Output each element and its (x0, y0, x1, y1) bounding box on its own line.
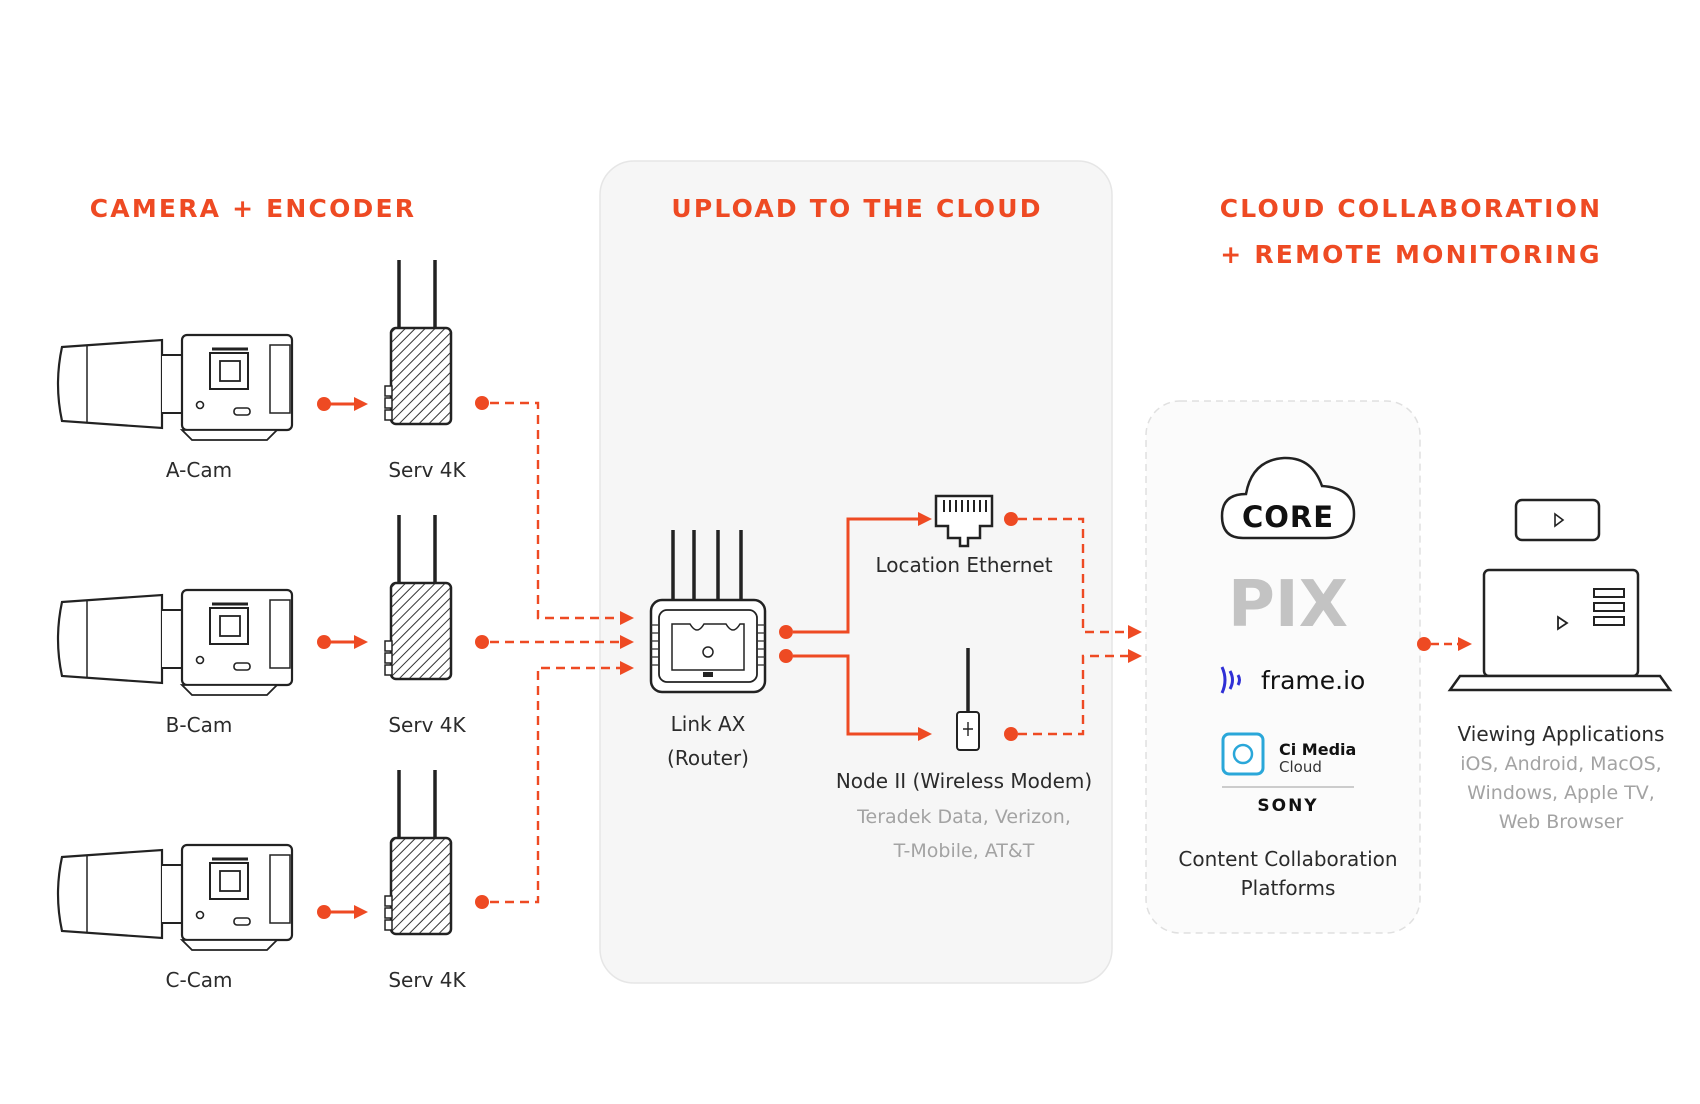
router-link-ax: Link AX (Router) (649, 530, 767, 770)
modem-label: Node II (Wireless Modem) (836, 769, 1092, 793)
heading-remote-monitoring: + REMOTE MONITORING (1220, 240, 1601, 269)
platforms-label-line2: Platforms (1241, 876, 1336, 900)
camera-b: B-Cam (56, 588, 294, 737)
core-cloud-logo: CORE (1220, 456, 1356, 540)
encoder-b: Serv 4K (383, 513, 467, 737)
viewing-platforms-line2: Windows, Apple TV, (1467, 782, 1655, 804)
encoder-c: Serv 4K (383, 768, 467, 992)
camera-c: C-Cam (56, 843, 294, 992)
platforms-panel (1145, 400, 1421, 934)
uplinks-to-platforms-links (1004, 512, 1142, 741)
encoder-a: Serv 4K (383, 258, 467, 482)
encoder-label: Serv 4K (388, 713, 466, 737)
camera-to-encoder-arrows (317, 397, 368, 919)
platforms-label-line1: Content Collaboration (1178, 847, 1397, 871)
cinema-camera-icon (56, 333, 294, 442)
play-icon (1557, 615, 1569, 631)
sony-logo: SONY (1257, 796, 1318, 816)
viewing-platforms-line3: Web Browser (1499, 811, 1624, 833)
camera-label: C-Cam (166, 968, 233, 992)
platforms-to-viewing-link (1417, 637, 1472, 651)
camera-label: B-Cam (166, 713, 233, 737)
encoder-to-router-links (475, 396, 634, 909)
cinema-camera-icon (56, 588, 294, 697)
location-ethernet: Location Ethernet (875, 494, 1053, 577)
node-ii-modem: Node II (Wireless Modem) Teradek Data, V… (836, 648, 1092, 862)
router-label: Link AX (671, 712, 746, 736)
encoder-icon (383, 513, 453, 681)
router-to-uplinks (779, 512, 932, 741)
camera-label: A-Cam (166, 458, 232, 482)
viewing-applications: Viewing Applications iOS, Android, MacOS… (1447, 498, 1673, 833)
svg-text:frame.io: frame.io (1261, 666, 1365, 695)
ethernet-port-icon (934, 494, 994, 548)
encoder-icon (383, 258, 453, 426)
ethernet-label: Location Ethernet (875, 553, 1052, 577)
viewing-label: Viewing Applications (1458, 722, 1665, 746)
frameio-logo: frame.io (1220, 666, 1365, 695)
ci-media-cloud-logo: Ci Media Cloud (1221, 732, 1356, 776)
modem-carriers-line1: Teradek Data, Verizon, (856, 806, 1071, 828)
encoder-label: Serv 4K (388, 458, 466, 482)
encoder-icon (383, 768, 453, 936)
svg-text:Ci Media: Ci Media (1279, 740, 1356, 759)
heading-upload-to-cloud: UPLOAD TO THE CLOUD (671, 194, 1042, 223)
upload-panel (599, 160, 1113, 984)
content-platforms: CORE PIX frame.io Ci Media Cloud SONY Co… (1178, 456, 1398, 900)
laptop-icon (1447, 568, 1673, 692)
heading-camera-encoder: CAMERA + ENCODER (90, 194, 416, 223)
encoder-label: Serv 4K (388, 968, 466, 992)
wireless-modem-icon (956, 648, 980, 751)
camera-a: A-Cam (56, 333, 294, 482)
svg-text:Cloud: Cloud (1279, 758, 1322, 776)
viewing-platforms-line1: iOS, Android, MacOS, (1460, 753, 1661, 775)
cinema-camera-icon (56, 843, 294, 952)
heading-cloud-collaboration: CLOUD COLLABORATION (1220, 194, 1603, 223)
router-sublabel: (Router) (667, 746, 749, 770)
router-icon (649, 530, 767, 694)
modem-carriers-line2: T-Mobile, AT&T (893, 840, 1035, 862)
phone-icon (1514, 498, 1601, 542)
pix-logo: PIX (1228, 568, 1348, 642)
svg-text:CORE: CORE (1242, 500, 1334, 534)
